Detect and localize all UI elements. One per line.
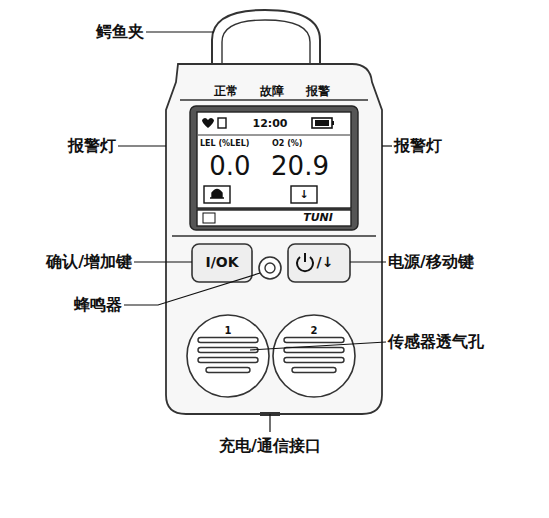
part-label: 鳄鱼夹 (96, 23, 144, 41)
button-text: I/OK (205, 255, 238, 270)
power-button (288, 244, 350, 282)
logo-mark (203, 213, 215, 223)
battery-tip (332, 121, 334, 125)
vent-slot (292, 368, 336, 373)
log-icon (218, 118, 226, 128)
brand-strip (197, 210, 351, 226)
sensor-2 (273, 315, 355, 397)
battery-icon (312, 118, 332, 128)
sensor-number: 2 (311, 325, 318, 336)
button-text: /↓ (317, 255, 334, 270)
vent-slot (206, 368, 250, 373)
screen-frame (190, 106, 358, 230)
buzzer (259, 257, 281, 279)
gas-name: O2 (%) (272, 140, 302, 149)
status-label: 故障 (260, 85, 284, 98)
vent-slot (284, 338, 344, 343)
clip-inner (222, 20, 310, 66)
status-label: 正常 (214, 85, 238, 98)
part-label: 充电/通信接口 (219, 437, 321, 455)
part-label: 传感器透气孔 (388, 333, 484, 351)
housing-seam (172, 100, 376, 236)
softkey-icon: ↓ (299, 189, 308, 201)
model-name: TUNI (303, 212, 333, 224)
buzzer-inner (265, 263, 275, 273)
vent-slot (198, 348, 258, 353)
display-divider (198, 135, 350, 136)
gas-name: LEL (%LEL) (200, 140, 249, 149)
heart-icon (202, 118, 214, 128)
sensor-number: 1 (225, 325, 232, 336)
clock-text: 12:00 (252, 118, 287, 130)
vent-slot (198, 358, 258, 363)
brand-text (220, 214, 262, 222)
clip (212, 10, 320, 66)
bell-box (204, 186, 230, 203)
bell-icon (210, 190, 224, 199)
housing (166, 64, 382, 414)
vent-slot (284, 348, 344, 353)
display (197, 112, 351, 208)
part-label: 报警灯 (68, 137, 116, 155)
part-label: 电源/移动键 (388, 253, 474, 271)
battery-level (315, 120, 329, 126)
leader-lines (118, 32, 392, 432)
gas-reading: 0.0 (209, 152, 250, 181)
vent-slot (284, 358, 344, 363)
part-label: 蜂鸣器 (74, 296, 122, 314)
sensor-1 (187, 315, 269, 397)
status-label: 报警 (306, 85, 330, 98)
confirm-button (192, 244, 252, 282)
vent-slot (198, 338, 258, 343)
power-icon (297, 253, 313, 271)
part-label: 确认/增加键 (46, 253, 132, 271)
part-label: 报警灯 (394, 137, 442, 155)
gas-reading: 20.9 (271, 152, 329, 181)
arrow-box (291, 186, 317, 203)
